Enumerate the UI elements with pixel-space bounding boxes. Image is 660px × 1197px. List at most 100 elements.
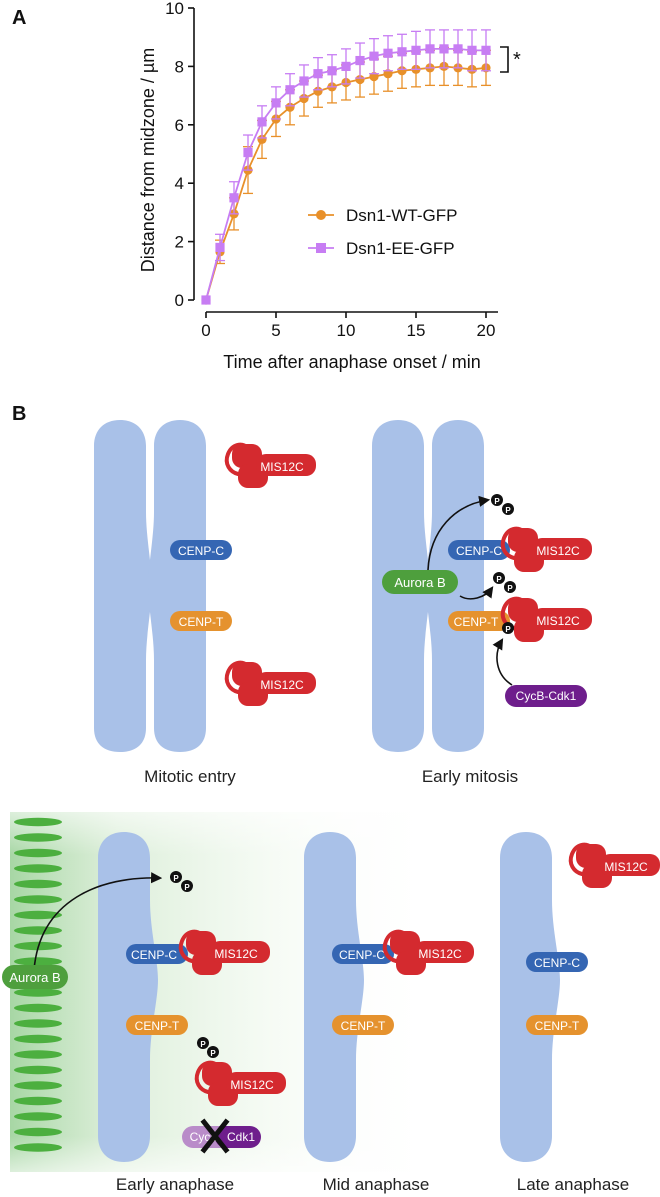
data-point: [257, 117, 267, 127]
cenp-c-label: CENP-C: [131, 948, 177, 962]
cenp-t-pill: [126, 1015, 188, 1035]
data-point: [327, 66, 337, 76]
spindle-microtubule: [14, 1096, 62, 1106]
spindle-microtubule: [14, 1065, 62, 1075]
phospho-site: [493, 572, 505, 584]
stage-label: Early mitosis: [422, 767, 518, 786]
cenp-c-pill: [170, 540, 232, 560]
chromatid-left: [94, 420, 152, 752]
panel-b: B MIS12C MIS12C CENP-C CENP-T Mitotic en…: [2, 403, 660, 1194]
phospho-site: [181, 880, 193, 892]
data-point: [397, 66, 407, 76]
cdk1-pill: [215, 1126, 261, 1148]
mis12c-label: MIS12C: [260, 678, 304, 692]
data-point: [439, 44, 449, 54]
aurora-b-pill: [2, 965, 68, 989]
chromatid: [304, 832, 364, 1162]
spindle-microtubule: [14, 1127, 62, 1137]
cycb-cdk1-label: CycB-Cdk1: [516, 689, 577, 703]
stage-label: Late anaphase: [517, 1175, 630, 1194]
stage-early-mitosis: CENP-C MIS12C P P Aurora B CENP-T MIS12C…: [372, 420, 594, 786]
x-tick-label: 5: [271, 321, 280, 340]
spindle-microtubule: [14, 1143, 62, 1152]
cenp-c-label: CENP-C: [456, 544, 502, 558]
data-point: [341, 61, 351, 71]
phosphorylation-arrow: [459, 586, 494, 600]
data-point: [201, 295, 211, 305]
cenp-c-pill: [448, 540, 510, 560]
mis12c-label: MIS12C: [214, 947, 258, 961]
aurora-b-label: Aurora B: [9, 970, 60, 985]
x-tick-label: 0: [201, 321, 210, 340]
phospho-site: [502, 503, 514, 515]
mis12c-label: MIS12C: [418, 947, 462, 961]
cenp-t-pill: [448, 611, 510, 631]
aurora-b-label: Aurora B: [394, 575, 445, 590]
cenp-c-label: CENP-C: [534, 956, 580, 970]
stage-mid-anaphase: CENP-C MIS12C CENP-T Mid anaphase: [304, 832, 476, 1194]
spindle-microtubule: [14, 910, 62, 920]
aurora-b-gradient-fade: [10, 812, 440, 1172]
spindle-microtubule: [14, 879, 62, 889]
phospho-site: [207, 1046, 219, 1058]
significance-star: *: [513, 49, 521, 71]
phospho-label: P: [505, 506, 511, 515]
spindle-microtubule: [14, 1081, 62, 1090]
phospho-label: P: [496, 575, 502, 584]
data-point: [355, 55, 365, 66]
spindle-microtubule: [14, 957, 62, 966]
data-point: [299, 93, 309, 104]
phospho-label: P: [494, 497, 500, 506]
spindle-microtubule: [14, 1050, 62, 1059]
stage-label: Mitotic entry: [144, 767, 236, 786]
stage-early-anaphase: Aurora B CENP-C MIS12C P P CENP-T MIS12C…: [2, 832, 288, 1194]
data-point: [453, 44, 463, 54]
stage-mitotic-entry: MIS12C MIS12C CENP-C CENP-T Mitotic entr…: [94, 420, 318, 786]
data-point: [313, 86, 323, 96]
data-point: [383, 48, 393, 58]
legend-label-wt: Dsn1-WT-GFP: [346, 206, 457, 225]
legend-marker-wt: [316, 210, 326, 220]
cdk1-label: Cdk1: [227, 1130, 255, 1144]
phospho-site: [170, 871, 182, 883]
y-tick-label: 0: [175, 291, 184, 310]
data-point: [425, 44, 435, 54]
stage-label: Early anaphase: [116, 1175, 234, 1194]
panel-a-label: A: [12, 7, 26, 29]
stage-label: Mid anaphase: [323, 1175, 430, 1194]
cenp-t-label: CENP-T: [135, 1019, 180, 1033]
phospho-label: P: [184, 883, 190, 892]
spindle-microtubule: [14, 926, 62, 935]
chromatid-right: [148, 420, 206, 752]
spindle-microtubule: [14, 1003, 62, 1013]
data-point: [285, 85, 295, 95]
cenp-t-label: CENP-T: [454, 615, 499, 629]
stage-late-anaphase: MIS12C CENP-C CENP-T Late anaphase: [500, 832, 660, 1194]
data-point: [355, 74, 365, 85]
mis12c-label: MIS12C: [536, 544, 580, 558]
cenp-c-pill: [126, 944, 188, 964]
cenp-c-label: CENP-C: [339, 948, 385, 962]
phosphorylation-arrow: [427, 495, 491, 571]
phospho-site: [197, 1037, 209, 1049]
data-point: [397, 47, 407, 57]
spindle-microtubule: [14, 1112, 62, 1121]
spindle-microtubule: [14, 988, 62, 997]
phospho-site: [504, 581, 516, 593]
data-point: [285, 102, 295, 112]
spindle-microtubule: [14, 1034, 62, 1044]
data-point: [411, 45, 421, 55]
cenp-t-pill: [170, 611, 232, 631]
y-tick-label: 4: [175, 174, 184, 193]
data-point: [215, 242, 225, 253]
cenp-c-pill: [526, 952, 588, 972]
spindle-microtubule: [14, 833, 62, 842]
chromatid: [98, 832, 158, 1162]
y-tick-label: 10: [165, 0, 184, 18]
spindle-microtubule: [14, 848, 62, 858]
data-point: [271, 98, 281, 108]
phospho-label: P: [210, 1049, 216, 1058]
series-wt: [201, 46, 491, 305]
